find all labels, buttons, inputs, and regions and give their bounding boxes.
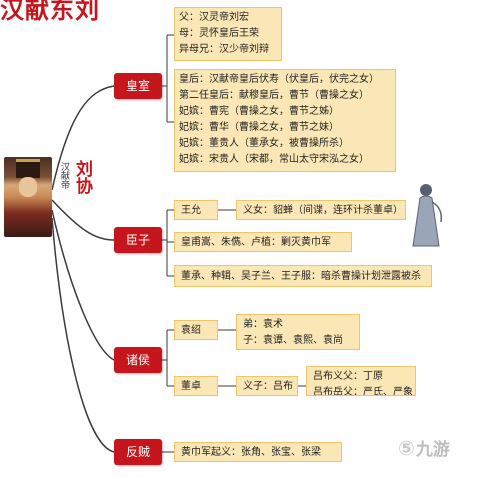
royal-wife-line: 妃嫔：曹宪（曹操之女，曹节之姊）	[179, 106, 339, 117]
royal-wives-box: 皇后：汉献帝皇后伏寿（伏皇后，伏完之女） 第二任皇后：献穆皇后，曹节（曹操之女）…	[174, 69, 396, 172]
category-ministers: 臣子	[114, 227, 162, 253]
lord-lubu-fathers-box: 吕布义父：丁原 吕布岳父：严氏、严象	[306, 366, 416, 396]
royal-parent-line: 母：灵怀皇后王荣	[179, 28, 259, 39]
minister-plotters-box: 董承、种辑、吴子兰、王子服：暗杀曹操计划泄露被杀	[174, 265, 432, 287]
category-royal: 皇室	[114, 73, 162, 99]
watermark-logo-icon: ⑤	[398, 436, 415, 460]
royal-parent-line: 父：汉灵帝刘宏	[179, 12, 249, 23]
lord-dongzhuo-son-box: 义子：吕布	[236, 376, 298, 396]
face-shape	[19, 177, 37, 197]
royal-wife-line: 妃嫔：董贵人（董承女，被曹操所杀）	[179, 138, 349, 149]
minister-wangyun-detail-box: 义女：貂蝉（间谍，连环计杀董卓）	[236, 200, 406, 220]
category-rebels: 反贼	[114, 439, 162, 465]
royal-wife-line: 皇后：汉献帝皇后伏寿（伏皇后，伏完之女）	[179, 74, 379, 85]
lord-lubu-father: 吕布岳父：严氏、严象	[313, 387, 413, 396]
minister-generals: 皇甫嵩、朱儁、卢植：剿灭黄巾军	[181, 237, 331, 248]
watermark: ⑤九游	[398, 435, 450, 460]
diaochan-figure-icon	[412, 184, 443, 247]
minister-wangyun-detail: 义女：貂蝉（间谍，连环计杀董卓）	[243, 205, 403, 216]
minister-generals-box: 皇甫嵩、朱儁、卢植：剿灭黄巾军	[174, 232, 352, 252]
royal-parent-line: 异母兄：汉少帝刘辩	[179, 44, 269, 55]
minister-wangyun: 王允	[181, 205, 201, 216]
lord-yuanshao-box: 袁绍	[174, 320, 218, 340]
minister-wangyun-box: 王允	[174, 200, 218, 220]
rebels-yellow-turban-box: 黄巾军起义：张角、张宝、张梁	[174, 442, 342, 462]
royal-wife-line: 妃嫔：宋贵人（宋都，常山太守宋泓之女）	[179, 154, 369, 165]
royal-wife-line: 第二任皇后：献穆皇后，曹节（曹操之女）	[179, 90, 369, 101]
lord-lubu-father: 吕布义父：丁原	[313, 371, 383, 382]
emperor-name: 刘协	[72, 160, 92, 194]
lord-dongzhuo-son: 义子：吕布	[243, 381, 293, 392]
minister-plotters: 董承、种辑、吴子兰、王子服：暗杀曹操计划泄露被杀	[181, 271, 421, 282]
emperor-title: 汉献帝	[59, 162, 69, 189]
lord-yuanshao: 袁绍	[181, 325, 201, 336]
lord-dongzhuo-box: 董卓	[174, 376, 218, 396]
lord-yuanshao-kin: 子：袁谭、袁熙、袁尚	[243, 335, 343, 346]
category-lords: 诸侯	[114, 347, 162, 373]
rebels-yellow-turban: 黄巾军起义：张角、张宝、张梁	[181, 447, 321, 458]
lord-dongzhuo: 董卓	[181, 381, 201, 392]
watermark-text: 九游	[415, 440, 450, 460]
emperor-portrait	[4, 157, 52, 237]
royal-parents-box: 父：汉灵帝刘宏 母：灵怀皇后王荣 异母兄：汉少帝刘辩	[174, 7, 282, 61]
lord-yuanshao-kin-box: 弟：袁术 子：袁谭、袁熙、袁尚	[236, 314, 360, 350]
lord-yuanshao-kin: 弟：袁术	[243, 319, 283, 330]
royal-wife-line: 妃嫔：曹华（曹操之女，曹节之妹）	[179, 122, 339, 133]
crown-icon	[16, 159, 40, 178]
